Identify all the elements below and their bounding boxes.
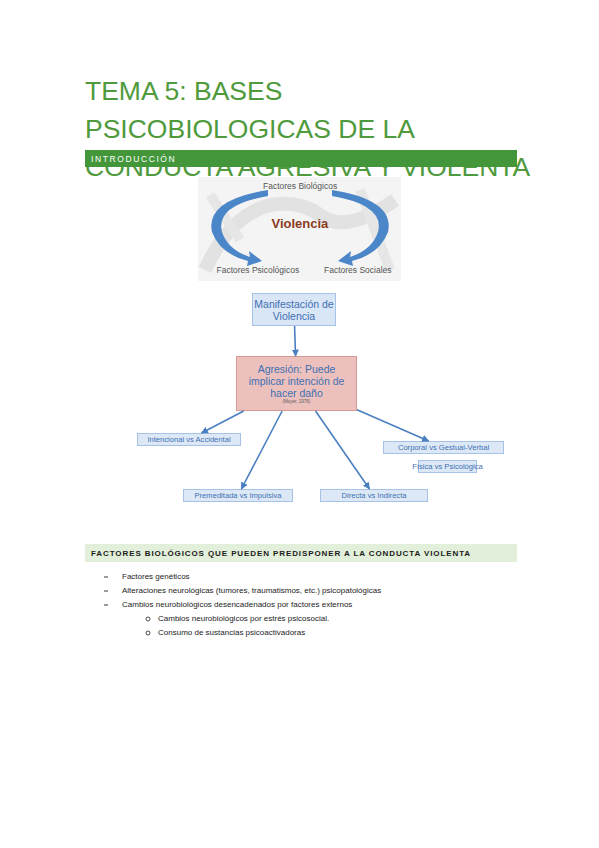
concept-box: Agresión: Puede implicar intención de ha… [236,356,357,411]
arrow-connector [241,411,282,489]
arrow-connector [295,326,296,356]
bullet-text: Alteraciones neurológicas (tumores, trau… [122,586,381,595]
node-text: Premeditada vs Impulsiva [195,491,282,501]
category-box: Corporal vs Gestual-Verbal [383,441,504,454]
cycle-label: Factores Psicológicos [217,265,300,275]
arrow-connector [316,411,370,489]
bullet-dash [104,605,108,606]
node-text: Física vs Psicológica [412,462,482,472]
node-text: Directa vs Indirecta [342,491,407,501]
bullet-dash [104,591,108,592]
illustration-shadow [210,190,390,270]
illustration-background [198,177,401,281]
citation: (Moyer, 1976) [283,399,311,405]
bullet-text: Cambios neurobiológicos desencadenados p… [122,600,352,609]
cycle-arrow [332,190,389,266]
node-text: FACTORES BIOLÓGICOS QUE PUEDEN PREDISPON… [91,549,471,558]
arrow-connector [357,410,429,441]
page-title: TEMA 5: BASES PSICOBIOLOGICAS DE LA COND… [85,72,535,186]
cycle-arrow [211,190,268,266]
bullet-text: Factores genéticos [122,572,190,581]
bullet-circle [146,631,150,635]
sub-bullet-text: Cambios neurobiológicos por estrés psico… [158,614,329,623]
cycle-label: Factores Biológicos [263,181,337,191]
node-text: Corporal vs Gestual-Verbal [398,443,489,453]
arrow-connector [201,411,243,433]
cycle-label: Factores Sociales [324,265,392,275]
node-text: Agresión: Puede implicar intención de ha… [241,363,352,399]
section-band: FACTORES BIOLÓGICOS QUE PUEDEN PREDISPON… [85,544,517,562]
category-box: Directa vs Indirecta [320,489,428,502]
sub-bullet-text: Consumo de sustancias psicoactivadoras [158,628,305,637]
cycle-center-label: Violencia [272,216,329,231]
category-box: Física vs Psicológica [418,460,477,473]
node-text: Intencional vs Accidental [147,435,230,445]
category-box: Intencional vs Accidental [137,433,241,446]
bullet-circle [146,617,150,621]
node-text: INTRODUCCIÓN [91,154,176,164]
process-box: Manifestación de Violencia [252,293,336,326]
category-box: Premeditada vs Impulsiva [183,489,293,502]
node-text: Manifestación de Violencia [253,298,335,322]
bullet-dash [104,577,108,578]
section-band: INTRODUCCIÓN [85,150,517,167]
